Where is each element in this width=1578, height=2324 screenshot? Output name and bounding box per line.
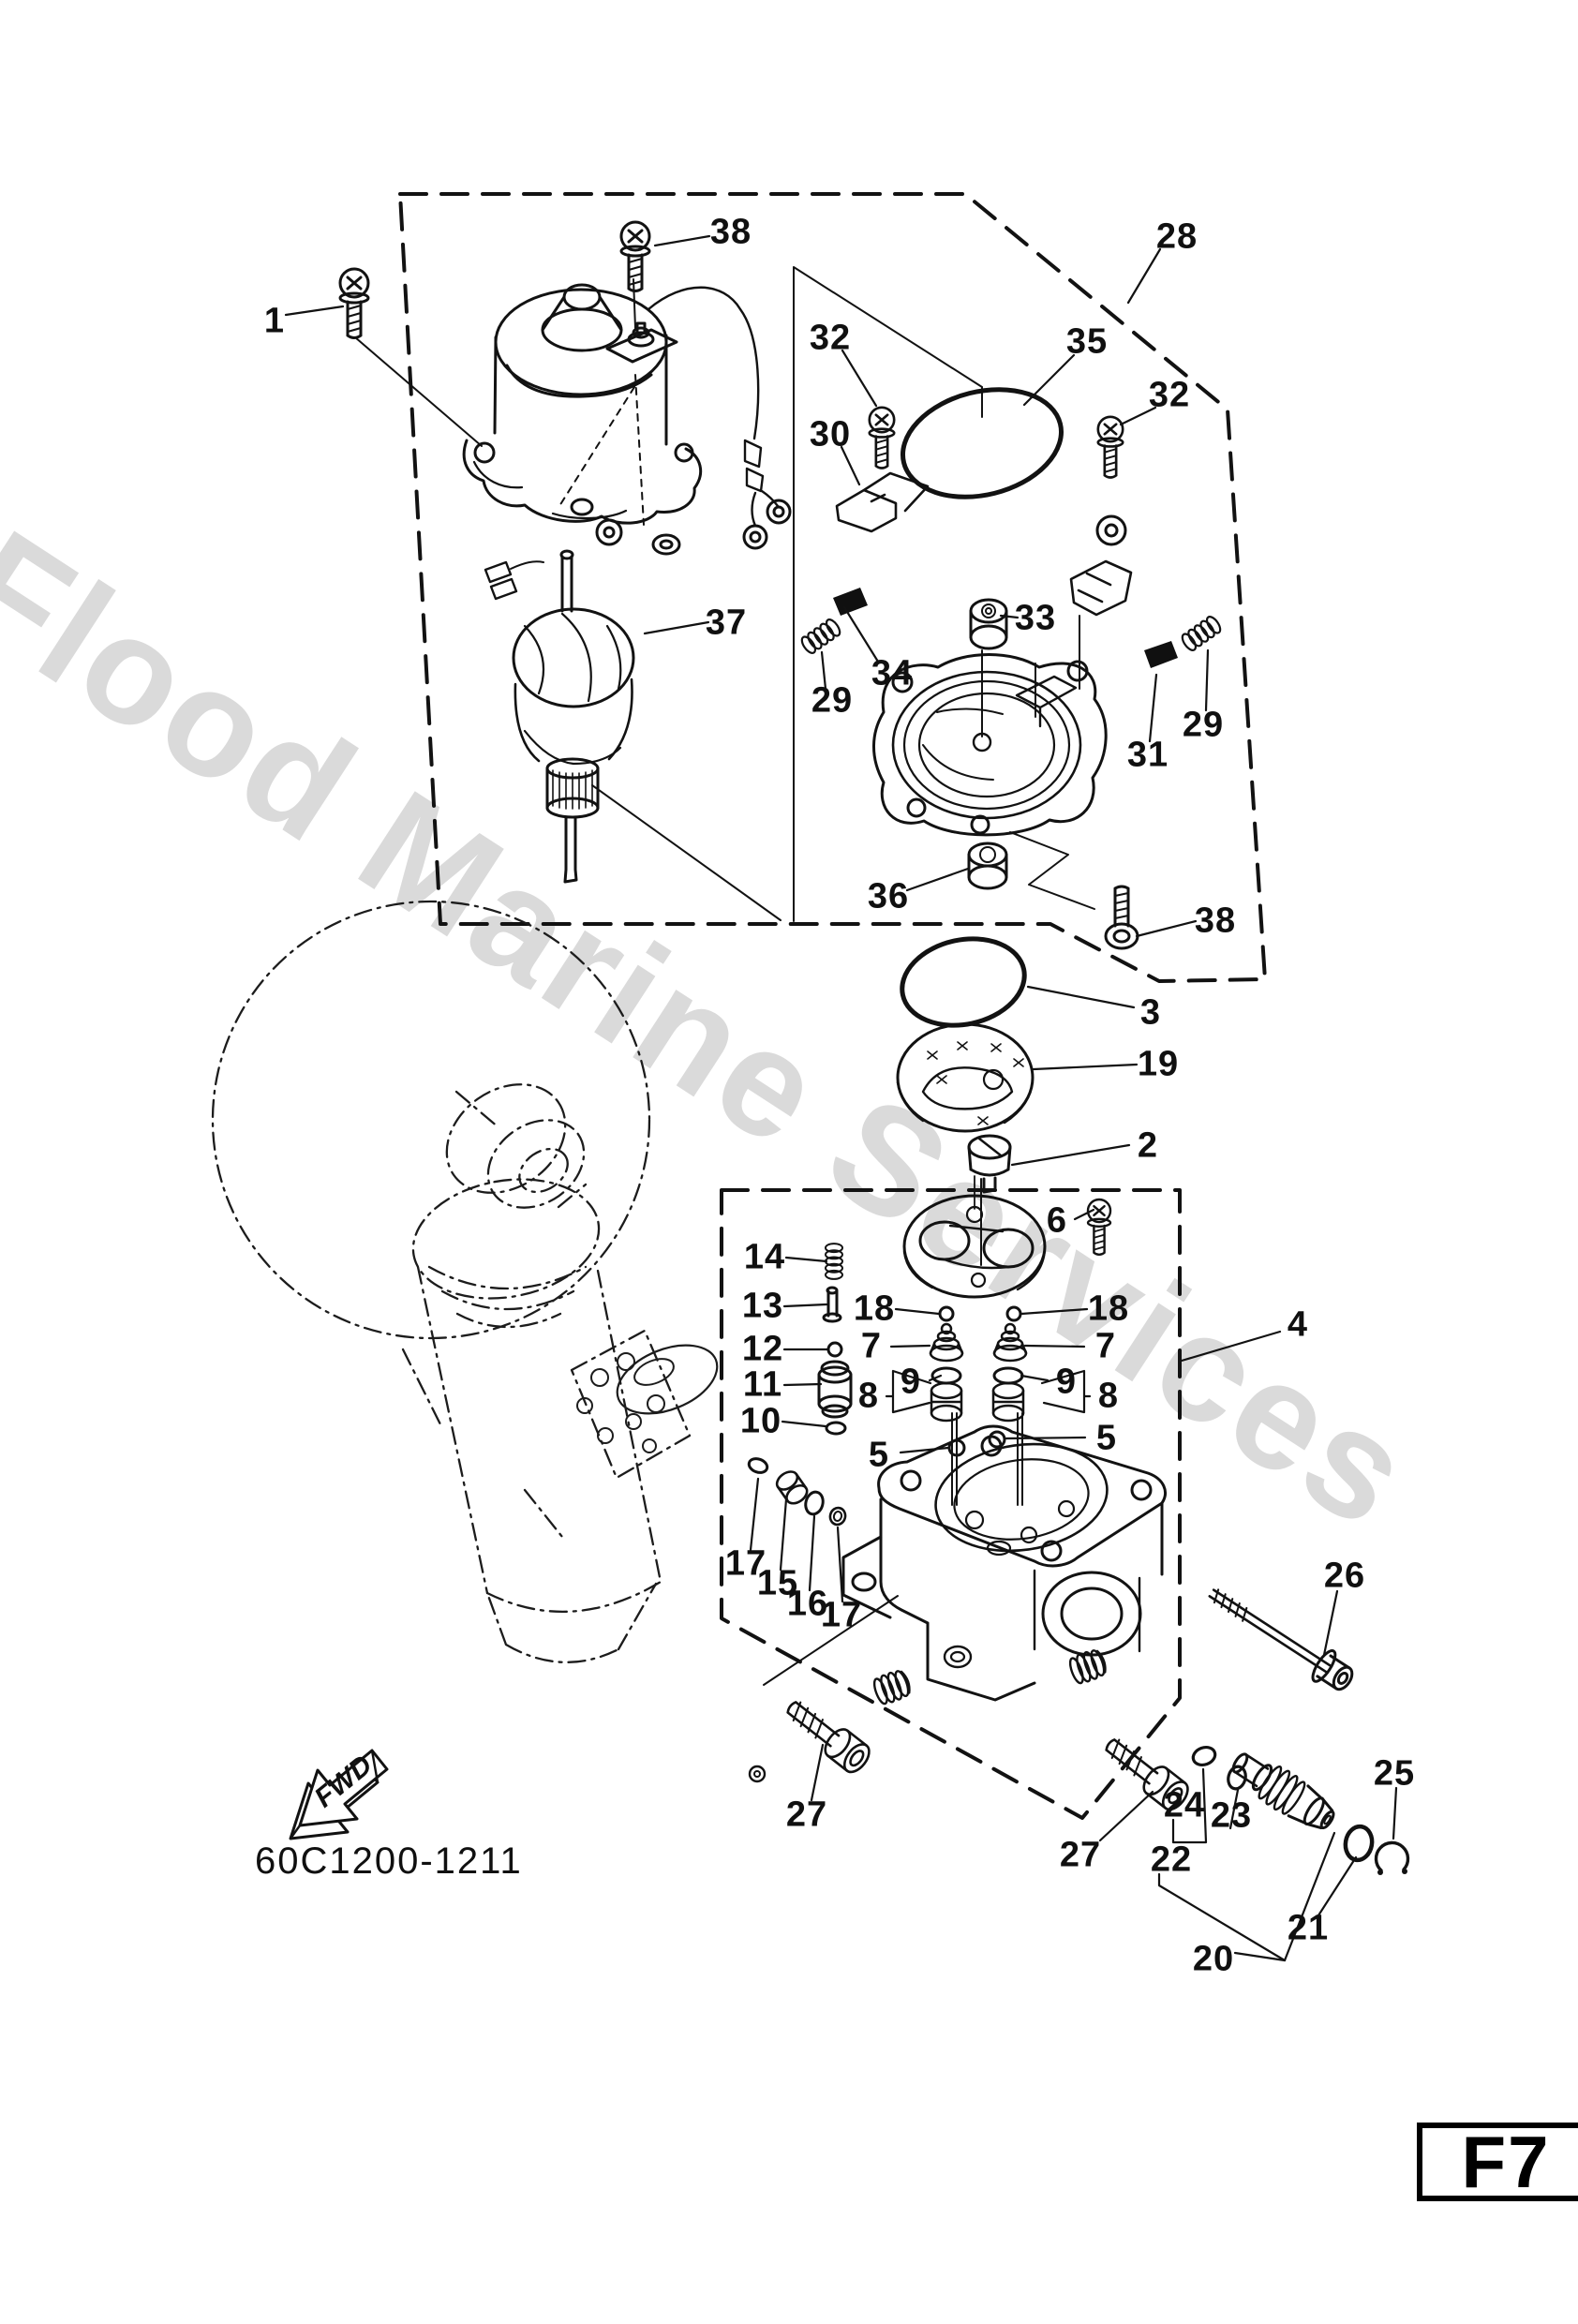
- bolt-27-left: [779, 1691, 876, 1779]
- screw-38-top: [619, 220, 651, 292]
- phantom-tilt-unit: [211, 900, 719, 1663]
- brush-34: [833, 588, 868, 616]
- pump-subassembly: [797, 387, 1225, 890]
- upper-dashed-box: [398, 192, 1267, 983]
- screw-6: [1086, 1198, 1112, 1257]
- oring-9-right: [992, 1366, 1024, 1385]
- brush-31: [1144, 641, 1178, 668]
- seal-group-17-15-16-17: [747, 1457, 847, 1527]
- circlip-25: [1374, 1840, 1410, 1875]
- orifice-18-left: [938, 1305, 955, 1322]
- leader-lines: [284, 234, 1398, 1962]
- page-ref-box: F7: [1417, 2121, 1578, 2203]
- oring-10: [825, 1421, 847, 1436]
- alignment-lines: [354, 266, 1095, 1686]
- oring-24: [1191, 1745, 1217, 1767]
- valve-7-right: [992, 1322, 1028, 1363]
- valve-7-left: [929, 1322, 964, 1363]
- ball-12: [826, 1341, 843, 1358]
- valve-body: [748, 1424, 1167, 1783]
- oring-3: [900, 936, 1027, 1028]
- screw-38-lower: [1104, 885, 1139, 950]
- armature-37: [512, 549, 635, 884]
- page-ref-label: F7: [1461, 2120, 1551, 2203]
- oring-23: [1227, 1765, 1247, 1791]
- screw-1: [338, 267, 370, 339]
- relief-valve-20: [1231, 1752, 1335, 1830]
- motor-coupling-plate: [902, 1175, 1047, 1299]
- filter-plate-19: [896, 1022, 1035, 1133]
- coupler-2: [967, 1134, 1012, 1194]
- spool-11: [817, 1360, 853, 1419]
- seat-8-right: [991, 1381, 1025, 1423]
- pin-13: [822, 1286, 842, 1323]
- ball-5-right: [988, 1430, 1006, 1449]
- orifice-18-right: [1005, 1305, 1022, 1322]
- oring-21: [1343, 1824, 1375, 1863]
- fwd-arrow-icon: FWD: [289, 1749, 389, 1840]
- bolt-27-right: [1097, 1729, 1195, 1816]
- oring-9-left: [930, 1366, 962, 1385]
- stud-26: [1208, 1588, 1354, 1691]
- trim-motor: [462, 283, 792, 601]
- diagram-code: 60C1200-1211: [255, 1840, 523, 1882]
- spring-14: [824, 1242, 844, 1281]
